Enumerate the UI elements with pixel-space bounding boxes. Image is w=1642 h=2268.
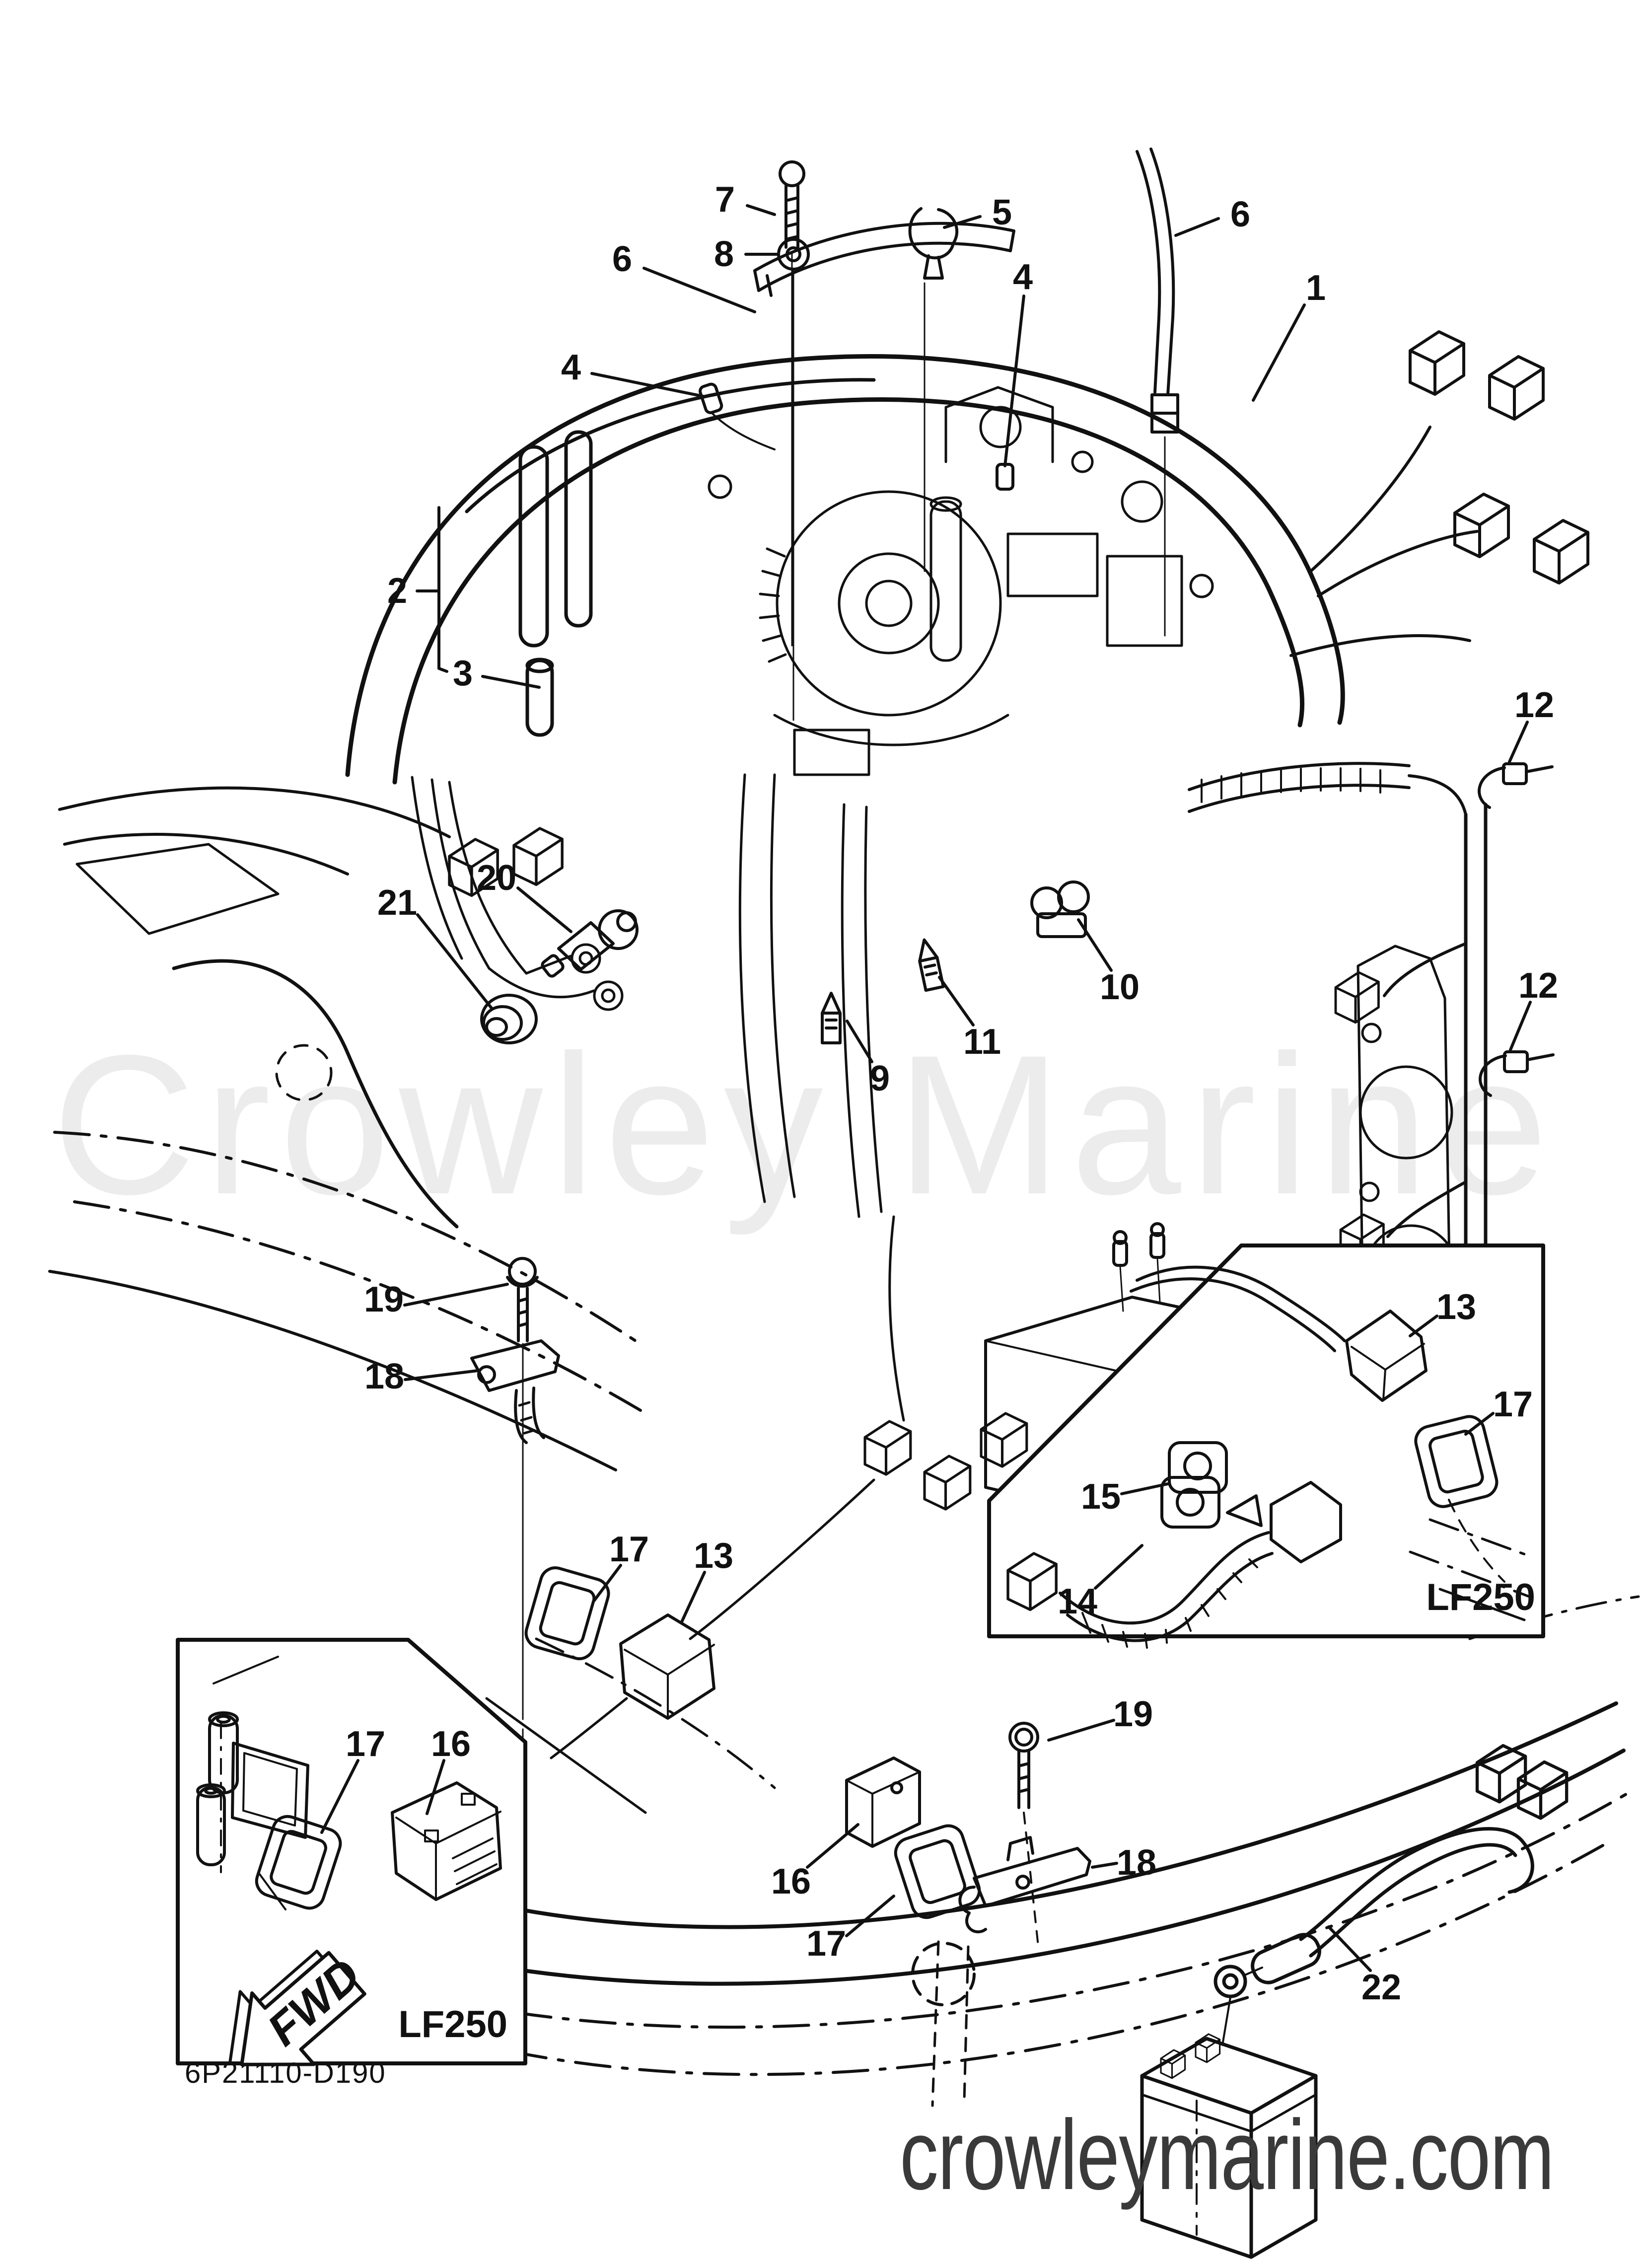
leader-line-9 [846, 1020, 873, 1063]
callout-19: 19 [1113, 1694, 1153, 1734]
leader-line-20 [516, 886, 572, 933]
fasteners-top [699, 147, 1179, 721]
watermark-text: Crowley Marine [52, 1014, 1557, 1236]
leader-line-17 [845, 1895, 895, 1937]
callout-12: 12 [1518, 966, 1559, 1006]
leader-line-19 [1047, 1719, 1115, 1742]
leader-line-14 [1094, 1544, 1143, 1590]
leader-line-5 [943, 215, 982, 229]
callout-17: 17 [345, 1724, 386, 1764]
harness-sleeves [518, 430, 593, 737]
callout-18: 18 [1116, 1843, 1157, 1883]
leader-line-17 [1464, 1412, 1495, 1436]
callout-17: 17 [1493, 1385, 1533, 1424]
callout-16: 16 [771, 1862, 811, 1902]
engine-core [708, 386, 1214, 776]
callout-1: 1 [1305, 268, 1326, 308]
leader-line-7 [746, 204, 776, 216]
leader-line-12 [1509, 1001, 1532, 1051]
leader-line-18 [404, 1369, 479, 1381]
callout-20: 20 [476, 858, 517, 898]
inset-right: LF250 [987, 1244, 1545, 1649]
leader-line-4 [590, 372, 705, 398]
callout-13: 13 [1436, 1287, 1477, 1327]
callout-14: 14 [1057, 1582, 1098, 1621]
main-harness [345, 354, 1479, 1203]
leader-line-12 [1508, 721, 1529, 763]
leader-line-18 [1091, 1862, 1118, 1869]
callout-2: 2 [387, 571, 408, 611]
callout-19: 19 [363, 1280, 404, 1319]
leader-line-22 [1327, 1925, 1372, 1972]
leader-line-10 [1077, 918, 1113, 972]
leader-line-21 [416, 913, 493, 1010]
leader-line-1 [1252, 303, 1306, 402]
callout-5: 5 [992, 193, 1012, 232]
leader-line-6 [643, 267, 756, 313]
callout-3: 3 [452, 654, 473, 693]
battery-group [1140, 1746, 1567, 2259]
site-text: crowleymarine.com [900, 2100, 1555, 2210]
callout-leader-lines [320, 204, 1532, 1972]
leader-line-19 [403, 1283, 509, 1307]
inset-right-label: LF250 [1426, 1576, 1535, 1618]
leader-line-3 [481, 675, 541, 689]
leader-line-13 [680, 1571, 706, 1624]
callout-21: 21 [377, 883, 418, 923]
leader-line-6 [1174, 217, 1220, 237]
callout-11: 11 [963, 1022, 1001, 1062]
leader-line-2 [437, 506, 448, 673]
leader-line-17 [320, 1759, 359, 1834]
leader-line-16 [806, 1823, 859, 1869]
leader-line-16 [426, 1759, 445, 1815]
callout-13: 13 [693, 1536, 734, 1576]
leader-line-13 [1409, 1315, 1438, 1337]
callout-18: 18 [364, 1357, 405, 1396]
wire-clips [822, 880, 1090, 1043]
callout-22: 22 [1361, 1968, 1402, 2007]
callout-10: 10 [1099, 967, 1140, 1007]
leader-line-15 [1120, 1482, 1169, 1495]
mid-seal-connector [523, 1564, 715, 1759]
leader-line-4 [1003, 294, 1025, 467]
diagram-part-code: 6P21110-D190 [185, 2057, 386, 2089]
sensor-and-grommet [480, 909, 639, 1044]
callout-6: 6 [612, 239, 633, 279]
callout-17: 17 [806, 1924, 847, 1964]
callout-7: 7 [714, 180, 735, 219]
bottom-mid-parts [845, 1722, 1091, 1952]
callout-12: 12 [1514, 685, 1555, 725]
callout-8: 8 [714, 234, 734, 274]
inset-left: LF250 [176, 1638, 527, 2065]
callout-16: 16 [430, 1724, 471, 1764]
leader-line-11 [938, 976, 975, 1026]
inset-left-label: LF250 [398, 2003, 507, 2046]
callout-4: 4 [561, 348, 581, 387]
callout-9: 9 [869, 1059, 890, 1098]
callout-15: 15 [1080, 1477, 1121, 1517]
callout-6: 6 [1230, 195, 1251, 234]
cowl-top-left [48, 786, 642, 1471]
callout-17: 17 [609, 1530, 649, 1569]
leader-line-17 [592, 1564, 622, 1603]
callout-4: 4 [1012, 257, 1033, 297]
